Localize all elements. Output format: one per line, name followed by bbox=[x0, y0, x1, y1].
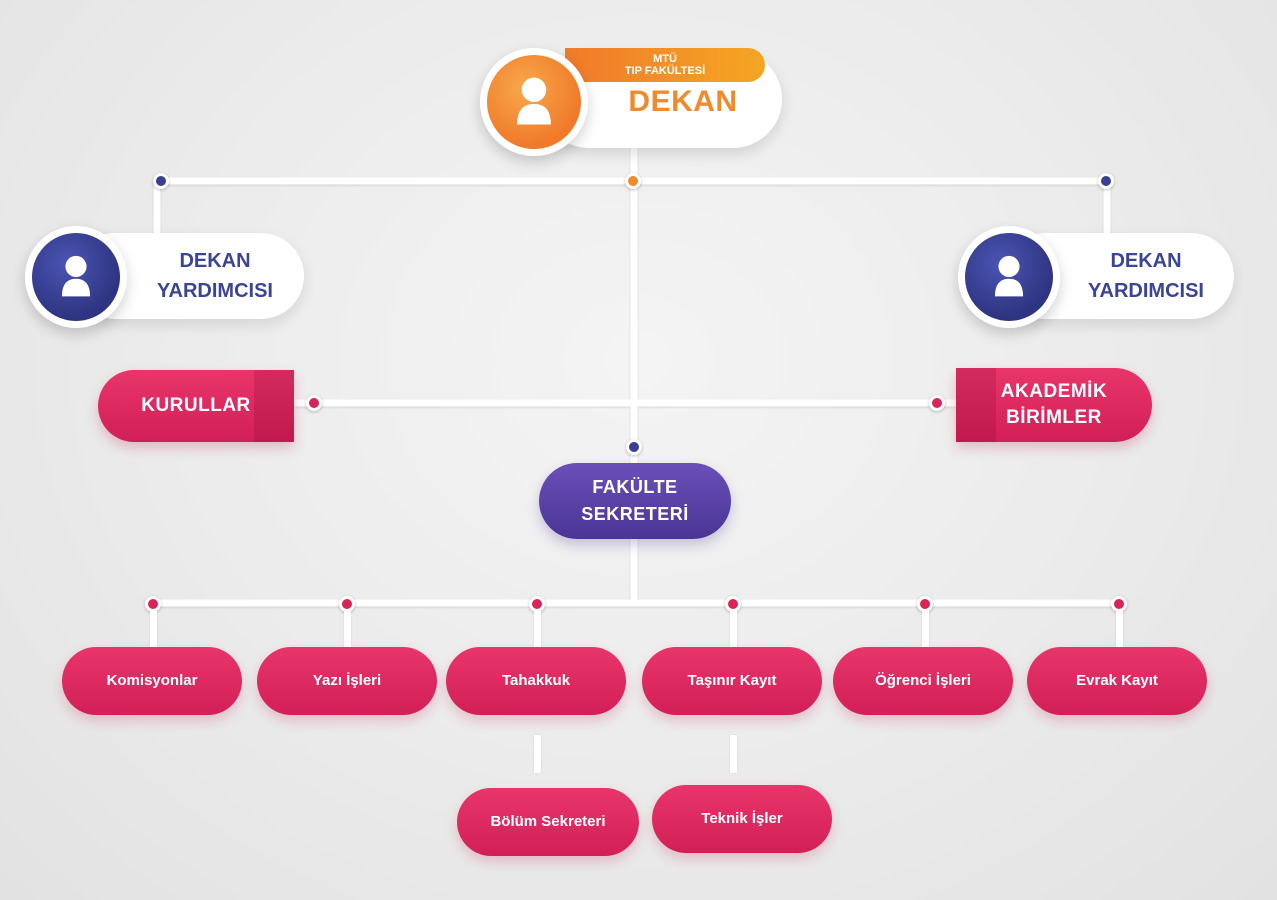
box-shade bbox=[956, 368, 996, 442]
faculty-tag-line1: MTÜ bbox=[653, 53, 677, 65]
unit-evrak-kayit: Evrak Kayıt bbox=[1027, 647, 1207, 715]
yardimci-line1: DEKAN bbox=[179, 250, 251, 272]
person-icon bbox=[61, 255, 91, 297]
akademik-birimler-box: AKADEMİK BİRİMLER bbox=[956, 368, 1152, 442]
unit-ogrenci-isleri: Öğrenci İşleri bbox=[833, 647, 1013, 715]
yardimci-line1: DEKAN bbox=[1110, 250, 1182, 272]
connector-stub bbox=[1116, 611, 1123, 647]
connector-dot bbox=[529, 596, 545, 612]
akademik-line2: BİRİMLER bbox=[1006, 407, 1102, 428]
connector-dot bbox=[929, 395, 945, 411]
yardimci-line2: YARDIMCISI bbox=[1088, 280, 1204, 302]
unit-tasinir-kayit: Taşınır Kayıt bbox=[642, 647, 822, 715]
yardimci-label: DEKAN YARDIMCISI bbox=[145, 246, 285, 306]
connector-stub bbox=[534, 735, 541, 773]
person-icon bbox=[994, 255, 1024, 297]
connector-dot bbox=[625, 173, 641, 189]
connector-stub bbox=[344, 611, 351, 647]
connector-dot bbox=[339, 596, 355, 612]
yardimci-line2: YARDIMCISI bbox=[157, 280, 273, 302]
kurullar-label: KURULLAR bbox=[141, 395, 251, 416]
unit-teknik-isler: Teknik İşler bbox=[652, 785, 832, 853]
connector-dot bbox=[306, 395, 322, 411]
connector-stub bbox=[922, 611, 929, 647]
fakulte-sekreteri-box: FAKÜLTE SEKRETERİ bbox=[539, 463, 731, 539]
person-icon bbox=[517, 77, 551, 125]
unit-yazi-isleri: Yazı İşleri bbox=[257, 647, 437, 715]
unit-bolum-sekreteri: Bölüm Sekreteri bbox=[457, 788, 639, 856]
connector-dot bbox=[1098, 173, 1114, 189]
connector-dot bbox=[917, 596, 933, 612]
yardimci-avatar bbox=[958, 226, 1060, 328]
connector-dot bbox=[725, 596, 741, 612]
kurullar-box: KURULLAR bbox=[98, 370, 294, 442]
fakulte-line1: FAKÜLTE bbox=[592, 477, 678, 497]
yardimci-avatar bbox=[25, 226, 127, 328]
akademik-line1: AKADEMİK bbox=[1000, 381, 1108, 402]
dekan-title: DEKAN bbox=[628, 85, 738, 118]
faculty-tag-line2: TIP FAKÜLTESİ bbox=[624, 65, 706, 77]
unit-komisyonlar: Komisyonlar bbox=[62, 647, 242, 715]
connector-dot bbox=[626, 439, 642, 455]
yardimci-label: DEKAN YARDIMCISI bbox=[1076, 246, 1216, 306]
connector-dot bbox=[145, 596, 161, 612]
faculty-tag: MTÜ TIP FAKÜLTESİ bbox=[565, 48, 765, 82]
unit-tahakkuk: Tahakkuk bbox=[446, 647, 626, 715]
box-shade bbox=[254, 370, 294, 442]
dekan-avatar bbox=[480, 48, 588, 156]
connector-dot bbox=[153, 173, 169, 189]
connector-stub bbox=[730, 735, 737, 773]
connector-stub bbox=[730, 611, 737, 647]
connector-dot bbox=[1111, 596, 1127, 612]
fakulte-line2: SEKRETERİ bbox=[581, 504, 689, 524]
connector-stub bbox=[534, 611, 541, 647]
connector-stub bbox=[150, 611, 157, 647]
